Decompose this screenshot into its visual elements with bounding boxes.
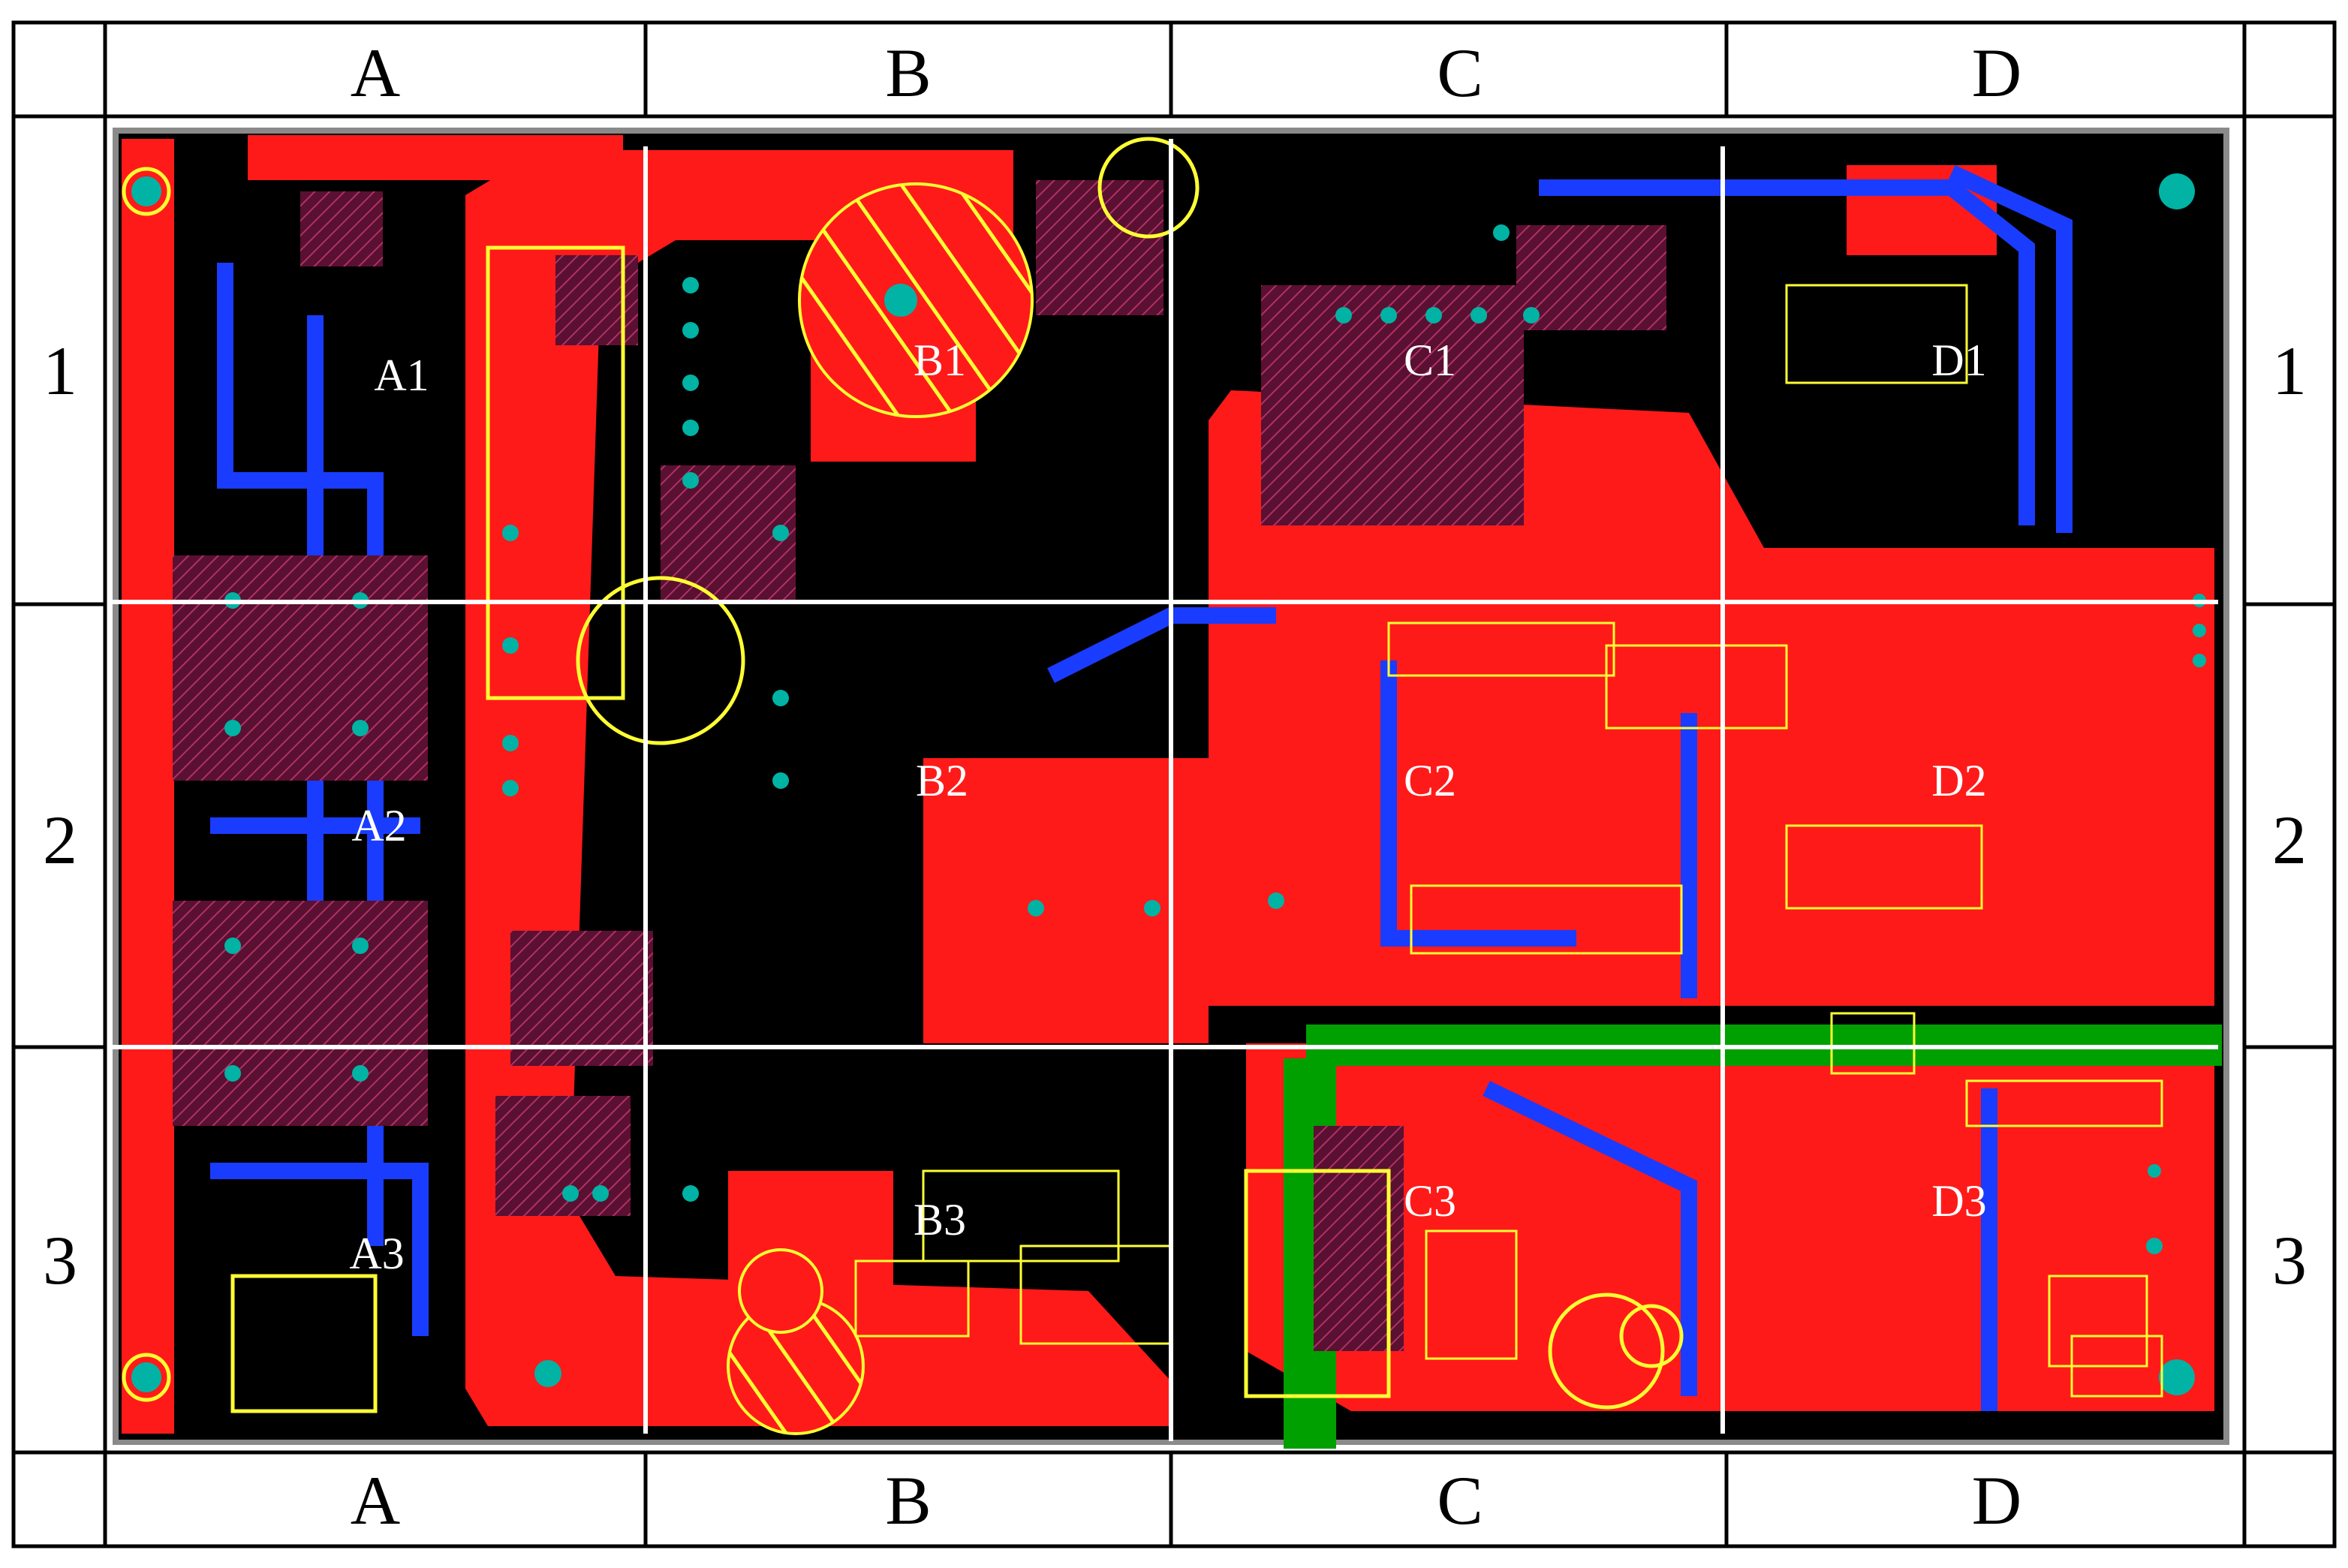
outer-frame [11, 20, 2337, 1548]
capacitor-footprint-b1 [798, 182, 1034, 418]
row-label-2: 2 [2272, 802, 2307, 878]
zone-labels: A1 B1 C1 D1 A2 B2 C2 D2 A3 B3 C3 D3 [349, 336, 1986, 1278]
zone-grid-lines [109, 139, 2218, 1441]
column-label-d: D [1972, 35, 2021, 111]
transformer-outline [230, 137, 1684, 1413]
column-label-b: B [885, 1462, 931, 1539]
silkscreen-components [854, 284, 2163, 1398]
zone-label-b1: B1 [914, 336, 966, 385]
zone-label-c1: C1 [1404, 336, 1456, 385]
zone-label-b2: B2 [916, 756, 968, 805]
column-label-d: D [1972, 1462, 2021, 1539]
zone-label-a1: A1 [374, 351, 429, 400]
zone-label-a3: A3 [349, 1229, 404, 1278]
zone-label-d2: D2 [1931, 756, 1986, 805]
row-label-3: 3 [43, 1222, 77, 1299]
row-label-3: 3 [2272, 1222, 2307, 1299]
column-label-a: A [351, 35, 400, 111]
mounting-holes [122, 167, 2195, 1402]
pad-array [224, 224, 2206, 1387]
copper-bottom-layer [210, 165, 2073, 1411]
column-label-a: A [351, 1462, 400, 1539]
row-header-left: 1 2 3 [43, 333, 77, 1299]
zone-label-a2: A2 [351, 801, 406, 850]
row-header-right: 1 2 3 [2272, 333, 2307, 1299]
column-header-top: A B C D [351, 35, 2021, 111]
zone-label-c2: C2 [1404, 756, 1456, 805]
row-label-2: 2 [43, 802, 77, 878]
component-footprints [173, 180, 1666, 1351]
zone-label-d1: D1 [1931, 336, 1986, 385]
column-label-c: C [1437, 35, 1483, 111]
zone-label-c3: C3 [1404, 1176, 1456, 1226]
zone-label-b3: B3 [914, 1195, 966, 1244]
capacitor-footprint-b3 [727, 1248, 865, 1435]
column-header-bottom: A B C D [351, 1462, 2021, 1539]
zone-label-d3: D3 [1931, 1176, 1986, 1226]
column-label-c: C [1437, 1462, 1483, 1539]
row-label-1: 1 [43, 333, 77, 409]
column-label-b: B [885, 35, 931, 111]
row-label-1: 1 [2272, 333, 2307, 409]
